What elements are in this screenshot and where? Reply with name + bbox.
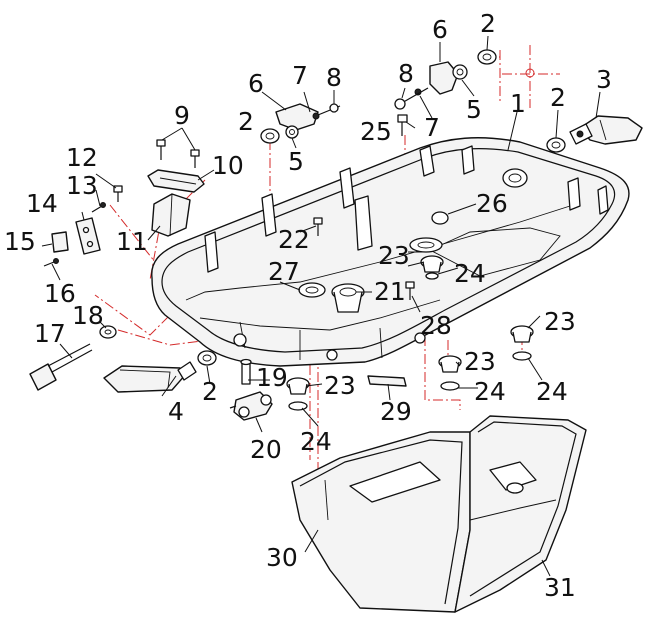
callout-labels: 1 2 2 2 2 3 4 5 5 6 6 7 7 8 8 9 10 11 12… <box>4 9 612 602</box>
callout-20: 20 <box>250 435 282 464</box>
callout-28: 28 <box>420 311 452 340</box>
hinge-bracket-part-6-right <box>394 61 468 110</box>
callout-18: 18 <box>72 301 104 330</box>
callout-21: 21 <box>374 277 406 306</box>
screw-part-25 <box>397 114 408 136</box>
callout-30: 30 <box>266 543 298 572</box>
grommet-stack-23-24-b <box>510 325 534 361</box>
fitting-part-20 <box>229 391 273 421</box>
callout-24-b: 24 <box>536 377 568 406</box>
grommet-part-21 <box>331 283 365 313</box>
seal-strip-part-29 <box>367 375 407 387</box>
callout-25: 25 <box>360 117 392 146</box>
callout-6-right: 6 <box>432 15 448 44</box>
grommet-stack-23-24-d <box>286 377 310 411</box>
callout-2-right: 2 <box>550 83 566 112</box>
latch-plate-part-10 <box>147 169 205 193</box>
callout-12: 12 <box>66 143 98 172</box>
callout-29: 29 <box>380 397 412 426</box>
callout-24-d: 24 <box>300 427 332 456</box>
callout-22: 22 <box>278 225 310 254</box>
callout-5-right: 5 <box>466 95 482 124</box>
leader-lines <box>41 35 601 577</box>
callout-7-right: 7 <box>424 113 440 142</box>
handle-grip-part-4 <box>103 361 197 393</box>
seal-part-26 <box>409 237 443 253</box>
pin-part-16 <box>43 258 59 267</box>
callout-5-left: 5 <box>288 147 304 176</box>
callout-10: 10 <box>212 151 244 180</box>
screw-part-12 <box>113 185 123 202</box>
lower-cowling-part-30 <box>291 431 471 613</box>
bracket-part-14 <box>75 217 101 255</box>
screws-part-9 <box>156 139 200 168</box>
callout-8-left: 8 <box>326 63 342 92</box>
callout-24-a: 24 <box>454 259 486 288</box>
cowling-tray-part-1 <box>151 137 630 367</box>
screw-part-13 <box>91 202 106 213</box>
callout-23-d: 23 <box>324 371 356 400</box>
callout-26: 26 <box>476 189 508 218</box>
callout-23-a: 23 <box>378 241 410 270</box>
callout-19: 19 <box>256 363 288 392</box>
callout-16: 16 <box>44 279 76 308</box>
pin-part-19 <box>240 358 252 385</box>
bushing-part-2-a <box>477 49 497 65</box>
callout-17: 17 <box>34 319 66 348</box>
callout-3: 3 <box>596 65 612 94</box>
callout-2-left: 2 <box>238 107 254 136</box>
fastener-part-22 <box>313 217 323 236</box>
callout-2-bottom: 2 <box>202 377 218 406</box>
callout-8-right: 8 <box>398 59 414 88</box>
callout-11: 11 <box>116 227 148 256</box>
bushing-part-2-c <box>260 128 280 144</box>
callout-14: 14 <box>26 189 58 218</box>
callout-13: 13 <box>66 171 98 200</box>
callout-23-c: 23 <box>464 347 496 376</box>
grommet-stack-23-24-c <box>438 355 462 391</box>
callout-1: 1 <box>510 89 526 118</box>
callout-31: 31 <box>544 573 576 602</box>
grommet-part-18 <box>99 325 117 339</box>
lower-cowling-part-31 <box>454 415 587 613</box>
latch-block-part-11 <box>151 193 191 237</box>
callout-27: 27 <box>268 257 300 286</box>
callout-24-c: 24 <box>474 377 506 406</box>
lever-handle-part-3 <box>569 115 643 145</box>
bushing-part-2-d <box>197 350 217 366</box>
bushing-part-2-b <box>546 137 566 153</box>
callout-23-b: 23 <box>544 307 576 336</box>
callout-9: 9 <box>174 101 190 130</box>
lever-part-17 <box>29 343 93 391</box>
callout-2-top: 2 <box>480 9 496 38</box>
grommet-part-27 <box>298 282 326 298</box>
callout-7-left: 7 <box>292 61 308 90</box>
callout-15: 15 <box>4 227 36 256</box>
callout-6-left: 6 <box>248 69 264 98</box>
callout-4: 4 <box>168 397 184 426</box>
clip-part-15 <box>51 231 69 253</box>
grommet-stack-23-24-a <box>420 255 444 280</box>
screw-part-28 <box>405 281 415 300</box>
